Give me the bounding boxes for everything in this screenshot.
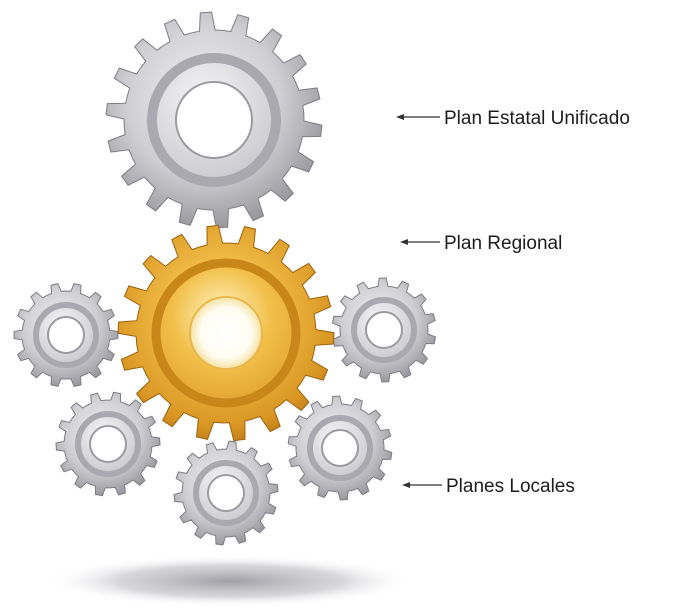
gear-hole — [207, 474, 245, 512]
label-estatal-text: Plan Estatal Unificado — [444, 108, 630, 129]
gear-hole — [321, 429, 359, 467]
gear-ring — [193, 460, 259, 526]
gear-plan-estatal — [105, 11, 323, 229]
arrow-left-icon — [396, 114, 404, 120]
gear-local-bottom-right — [287, 395, 393, 501]
gear-ring — [75, 411, 141, 477]
gear-hole — [189, 296, 263, 370]
gear-plan-regional — [117, 224, 335, 442]
gear-local-left — [13, 283, 119, 387]
gear-local-bottom-left — [55, 391, 161, 497]
gear-ring — [151, 258, 301, 408]
gear-ring — [351, 297, 417, 363]
gears-group — [13, 11, 437, 546]
gear-local-bottom-center — [173, 440, 279, 546]
arrow-left-icon — [400, 239, 408, 245]
gear-hole — [89, 425, 127, 463]
gear-ring — [33, 302, 99, 368]
label-regional-text: Plan Regional — [444, 233, 562, 254]
label-plan-estatal: Plan Estatal Unificado — [396, 108, 630, 129]
gear-hole — [47, 316, 85, 354]
label-plan-regional: Plan Regional — [400, 233, 562, 254]
gear-ring — [307, 415, 373, 481]
label-planes-locales: Planes Locales — [402, 476, 575, 497]
gear-hole — [365, 311, 403, 349]
label-locales-text: Planes Locales — [446, 476, 575, 497]
arrow-left-icon — [402, 482, 410, 488]
gear-local-right — [331, 277, 437, 383]
ground-shadow — [45, 555, 415, 607]
gear-ring — [147, 53, 281, 187]
gear-hole — [175, 81, 253, 159]
